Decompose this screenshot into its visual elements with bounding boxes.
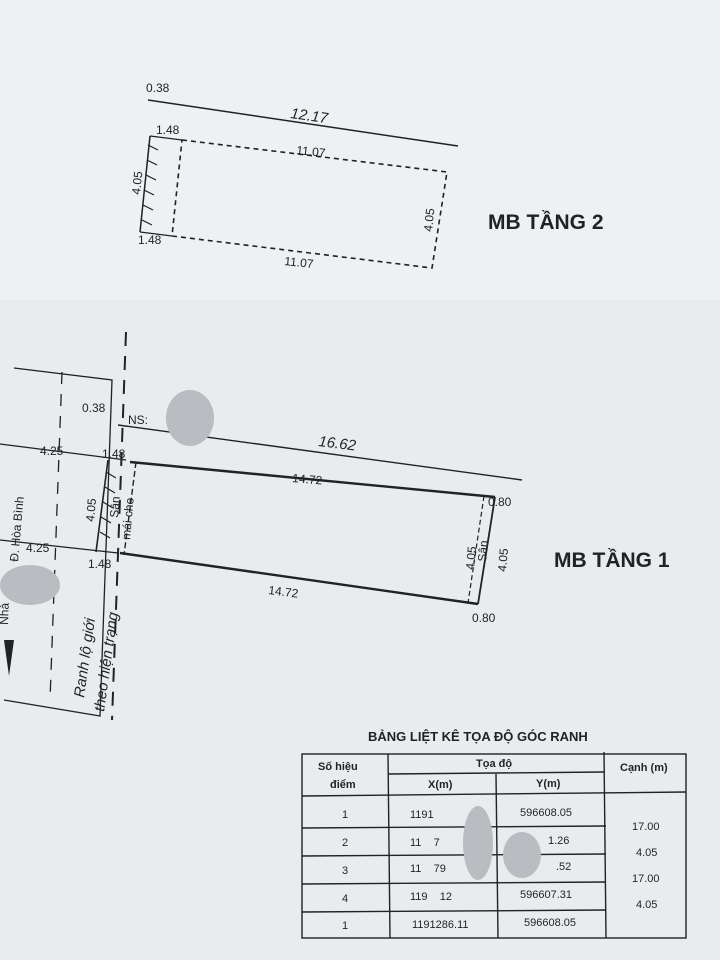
header-x: X(m) — [428, 779, 453, 791]
table-row: 4 119 12 596607.31 — [342, 889, 572, 905]
floor1-right-bottom: 0.80 — [472, 611, 496, 625]
table-row: 2 11 7 1.26 — [342, 835, 569, 849]
edge-value: 17.00 — [632, 873, 660, 885]
svg-text:3: 3 — [342, 865, 348, 877]
floor1-street-bottom: 4.25 — [26, 541, 50, 555]
floor1-right-width: 4.05 — [495, 547, 511, 572]
floor1-covered-yard-2: mái che — [119, 497, 137, 540]
svg-text:1: 1 — [342, 920, 348, 932]
redaction-blur — [463, 806, 493, 880]
floor2-top-left: 1.48 — [156, 123, 180, 137]
svg-text:596608.05: 596608.05 — [520, 807, 572, 819]
floor2-bottom-length: 11.07 — [284, 254, 315, 271]
svg-text:11 79: 11 79 — [410, 863, 446, 875]
svg-text:1.26: 1.26 — [548, 835, 569, 847]
svg-text:1191286.11: 1191286.11 — [412, 919, 468, 931]
floor1-street-top: 4.25 — [40, 444, 64, 458]
svg-text:11 7: 11 7 — [410, 837, 440, 849]
floor2-offset: 0.38 — [146, 81, 170, 95]
floor2-bottom-left: 1.48 — [138, 233, 162, 247]
floor1-plan — [0, 331, 523, 721]
redaction-blur — [0, 565, 60, 605]
floor1-right-top: 0.80 — [488, 495, 512, 509]
header-point: Số hiệu — [318, 761, 358, 773]
svg-text:596607.31: 596607.31 — [520, 889, 572, 901]
floor1-bottom-left: 1.48 — [88, 557, 112, 571]
header-edge: Cạnh (m) — [620, 762, 668, 774]
floor2-top-length: 11.07 — [296, 143, 327, 160]
table-title: BẢNG LIỆT KÊ TỌA ĐỘ GÓC RANH — [368, 729, 588, 744]
header-y: Y(m) — [536, 778, 561, 790]
svg-text:1191: 1191 — [410, 809, 434, 821]
redaction-blur — [503, 832, 541, 878]
svg-text:2: 2 — [342, 837, 348, 849]
svg-text:4: 4 — [342, 893, 348, 905]
floor2-left-width: 4.05 — [129, 170, 145, 195]
floor2-title: MB TẦNG 2 — [488, 211, 604, 234]
edge-value: 4.05 — [636, 899, 657, 911]
header-coords: Tọa độ — [476, 758, 512, 770]
coordinate-table — [301, 751, 687, 939]
floor1-covered-yard-1: Sân — [107, 496, 123, 518]
floor1-bottom-length: 14.72 — [268, 583, 300, 601]
table-row: 1191 1 596608.05 — [342, 807, 572, 821]
svg-text:.52: .52 — [556, 861, 571, 873]
floor1-left-width: 4.05 — [83, 497, 99, 522]
svg-text:1: 1 — [342, 809, 348, 821]
floor1-offset: 0.38 — [82, 401, 106, 415]
svg-text:596608.05: 596608.05 — [524, 917, 576, 929]
edge-value: 4.05 — [636, 847, 657, 859]
floor1-title: MB TẦNG 1 — [554, 549, 670, 572]
floor2-plan — [139, 99, 459, 269]
floor1-top-left: 1.48 — [102, 447, 126, 461]
floor1-right-inner-width: 4.05 — [463, 545, 479, 570]
floor1-ns-label: NS: — [128, 413, 148, 427]
floor2-total-length: 12.17 — [289, 105, 329, 127]
edge-value: 17.00 — [632, 821, 660, 833]
table-row: 3 11 79 .52 — [342, 861, 571, 877]
floor1-street-name: Đ. Hòa Bình — [7, 496, 27, 562]
table-row: 1 1191286.11 596608.05 — [342, 917, 576, 932]
floor1-total-length: 16.62 — [318, 433, 358, 455]
floor2-right-width: 4.05 — [421, 207, 437, 232]
floor1-back-yard: Sân — [475, 540, 491, 562]
redaction-blur — [166, 390, 214, 446]
svg-text:119 12: 119 12 — [410, 891, 452, 903]
header-point-2: điểm — [330, 779, 356, 791]
floor1-street-fragment: Nhà — [0, 602, 12, 625]
floor1-top-length: 14.72 — [292, 471, 323, 488]
